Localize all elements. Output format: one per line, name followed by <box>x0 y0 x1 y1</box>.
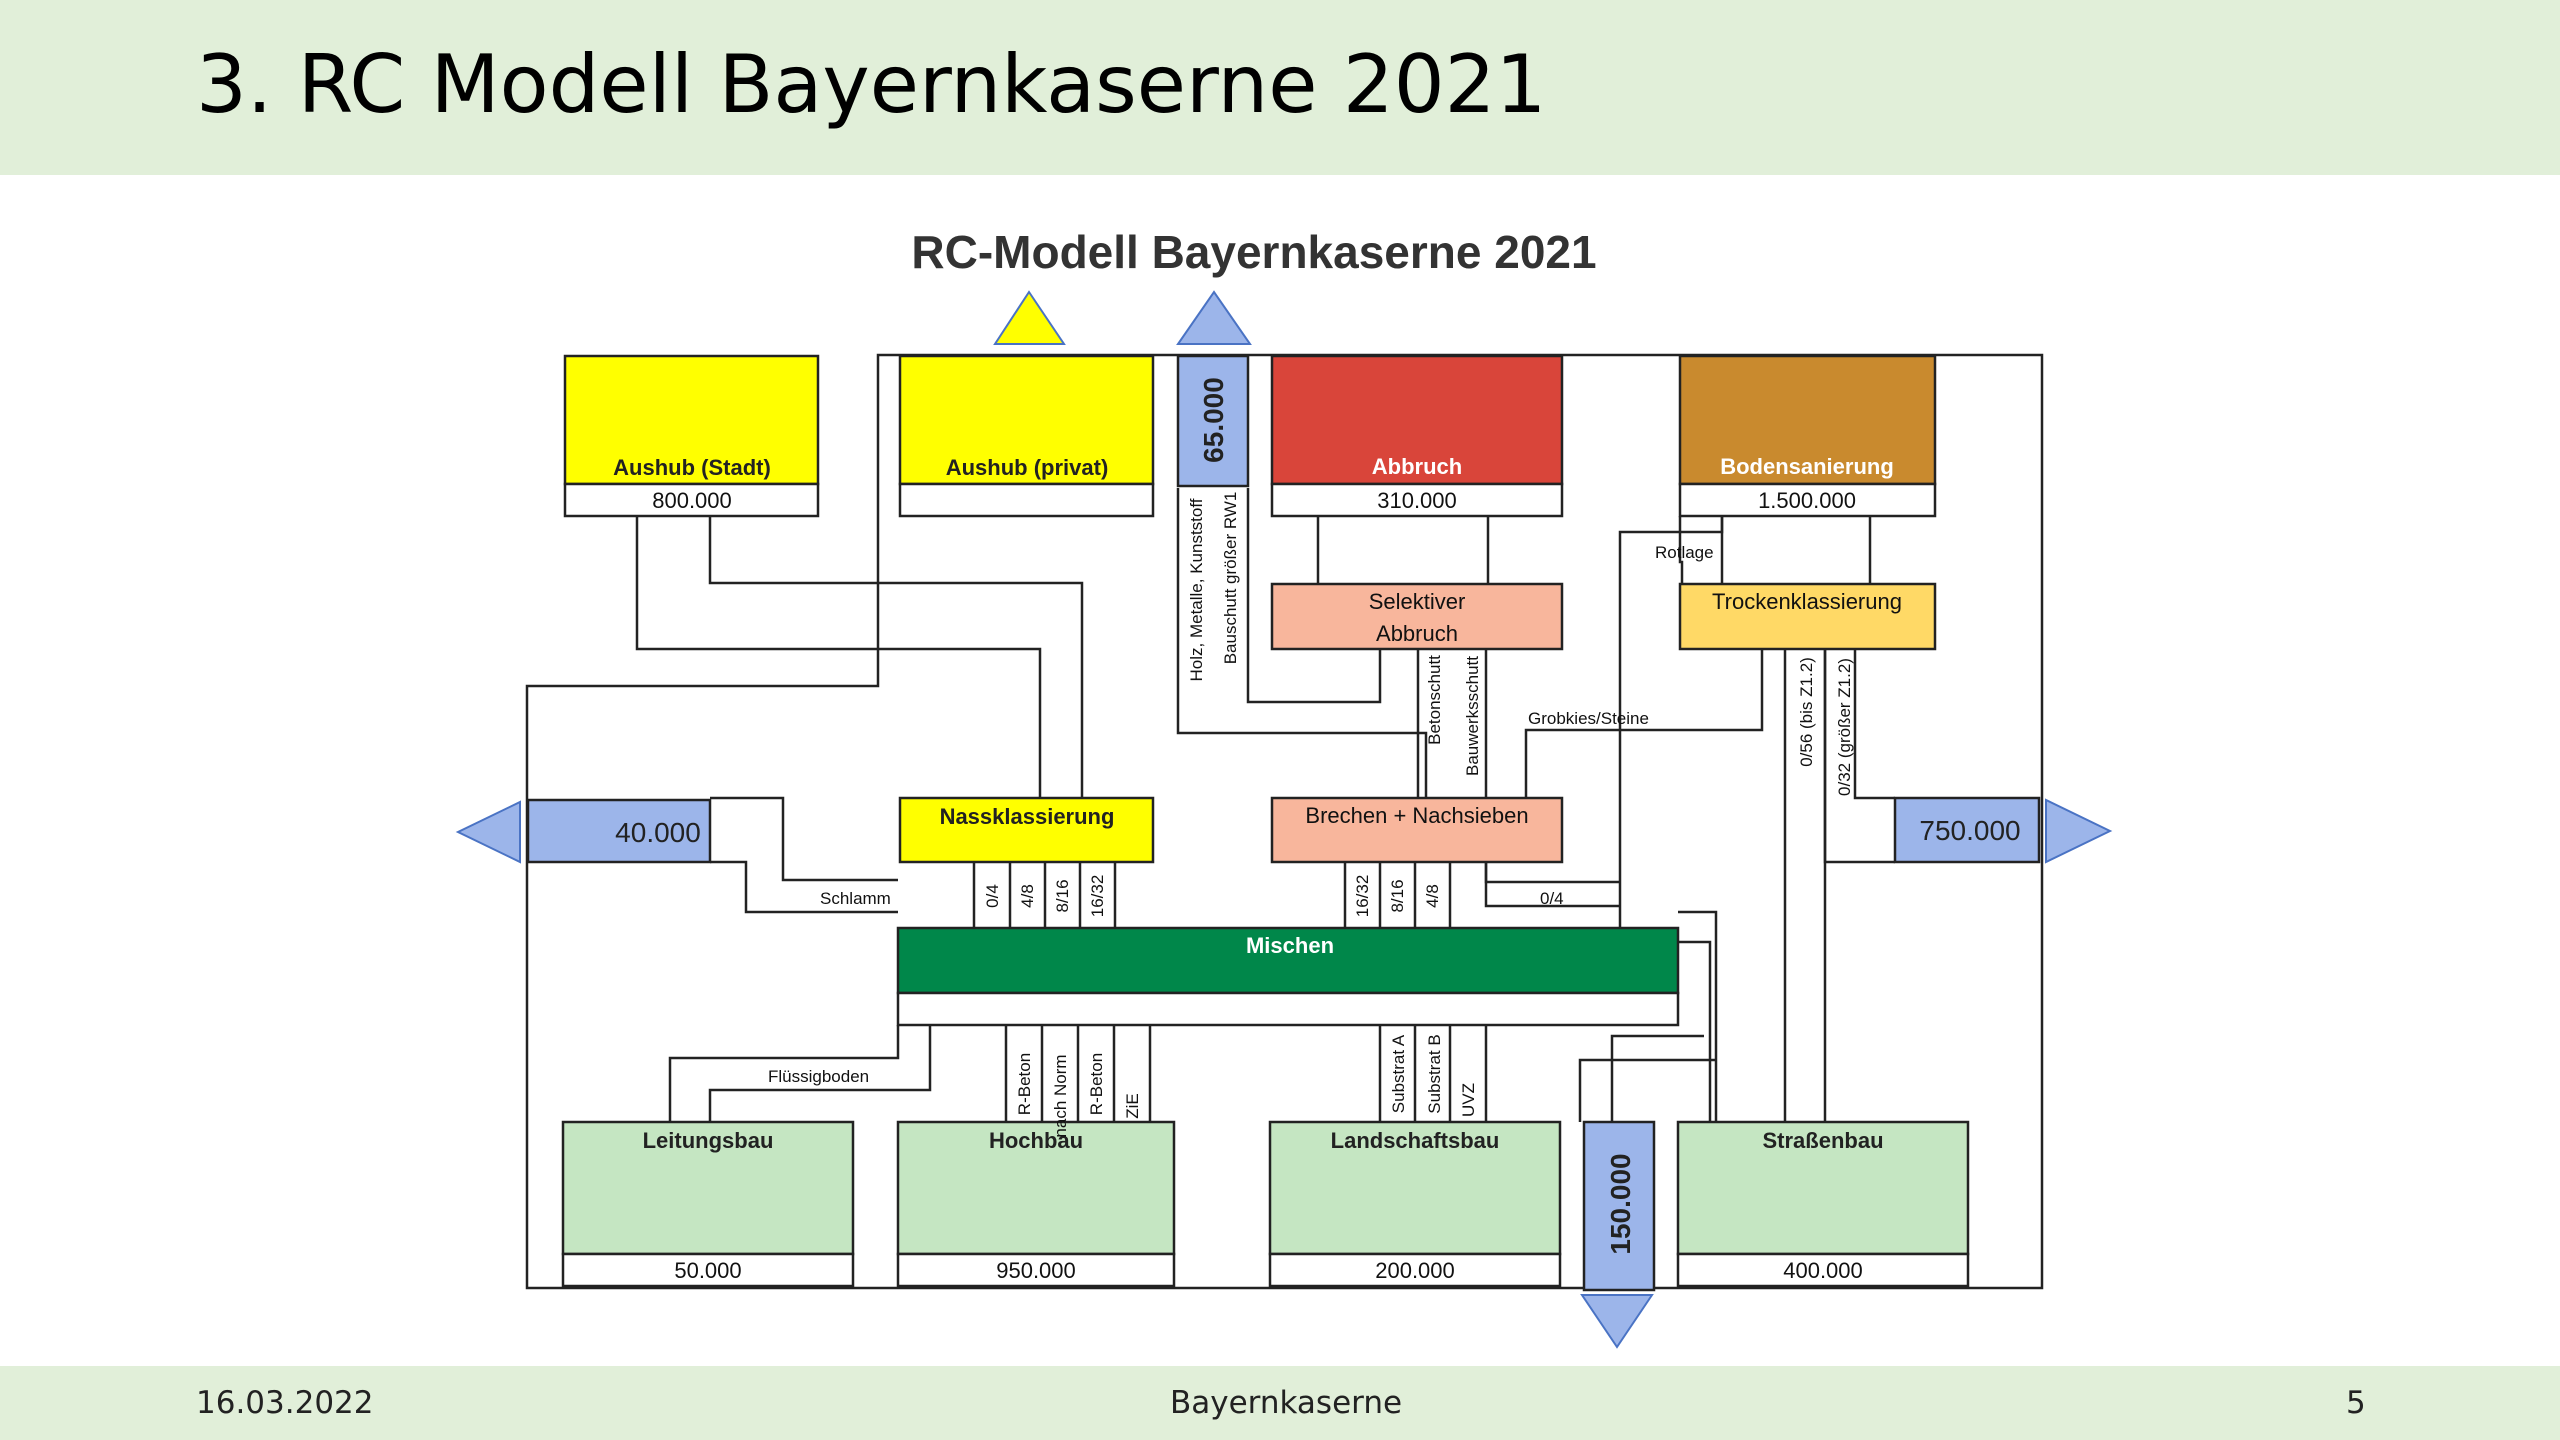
flow-fluessigboden: Flüssigboden <box>768 1067 869 1086</box>
brechen-fraction: 8/16 <box>1388 879 1407 912</box>
footer-bar <box>0 1366 2560 1440</box>
source-bodensanierung: Bodensanierung 1.500.000 <box>1678 354 1937 518</box>
process-trockenklassierung: Trockenklassierung <box>1678 582 1937 651</box>
nass-fraction: 16/32 <box>1088 875 1107 918</box>
flow-rotlage: Rotlage <box>1655 543 1714 562</box>
export-up-yellow-arrow-icon <box>993 290 1066 345</box>
hochbau-product: nach Norm <box>1051 1054 1070 1137</box>
site-boundary <box>525 353 2044 1290</box>
export-right-750000: 750.000 <box>1893 796 2113 864</box>
use-leitungsbau: Leitungsbau 50.000 <box>561 1120 855 1288</box>
export-top-value: 65.000 <box>1198 377 1229 463</box>
nass-fraction: 0/4 <box>983 884 1002 908</box>
flow-grobkies: Grobkies/Steine <box>1528 709 1649 728</box>
hochbau-label: Hochbau <box>989 1128 1083 1153</box>
flow-lines <box>635 488 1895 1122</box>
footer-center: Bayernkaserne <box>1170 1385 1403 1421</box>
landschaftsbau-value: 200.000 <box>1375 1258 1455 1283</box>
landschaft-product: Substrat B <box>1425 1034 1444 1113</box>
footer-date: 16.03.2022 <box>196 1385 374 1421</box>
nass-fraction: 8/16 <box>1053 879 1072 912</box>
export-bottom-value: 150.000 <box>1605 1153 1636 1254</box>
use-landschaftsbau: Landschaftsbau 200.000 <box>1268 1120 1562 1288</box>
leitungsbau-label: Leitungsbau <box>643 1128 774 1153</box>
use-strassenbau: Straßenbau 400.000 <box>1676 1120 1970 1288</box>
nass-label: Nassklassierung <box>940 804 1115 829</box>
export-up-blue-arrow-icon <box>1176 290 1252 345</box>
flow-brechen-04: 0/4 <box>1540 889 1564 908</box>
aushub-stadt-value: 800.000 <box>652 488 732 513</box>
process-brechen: Brechen + Nachsieben <box>1270 796 1564 864</box>
aushub-privat-label: Aushub (privat) <box>946 455 1109 480</box>
export-right-value: 750.000 <box>1919 815 2020 846</box>
strassenbau-value: 400.000 <box>1783 1258 1863 1283</box>
export-left-40000: 40.000 <box>455 798 712 864</box>
hochbau-product: R-Beton <box>1015 1053 1034 1115</box>
footer-page-number: 5 <box>2346 1385 2366 1421</box>
brechen-fraction: 4/8 <box>1423 884 1442 908</box>
landschaftsbau-label: Landschaftsbau <box>1331 1128 1500 1153</box>
source-abbruch: Abbruch 310.000 <box>1270 354 1564 518</box>
strassenbau-label: Straßenbau <box>1762 1128 1883 1153</box>
process-mischen: Mischen <box>896 926 1680 1027</box>
export-down-arrow-icon <box>1580 1294 1654 1349</box>
mischen-label: Mischen <box>1246 933 1334 958</box>
abbruch-value: 310.000 <box>1377 488 1457 513</box>
hochbau-value: 950.000 <box>996 1258 1076 1283</box>
export-top-desc-2: Bauschutt größer RW1 <box>1221 492 1240 665</box>
nass-fraction: 4/8 <box>1018 884 1037 908</box>
abbruch-label: Abbruch <box>1372 454 1462 479</box>
flow-trocken-032: 0/32 (größer Z1.2) <box>1835 658 1854 796</box>
slide-title: 3. RC Modell Bayernkaserne 2021 <box>196 38 1547 131</box>
brechen-label: Brechen + Nachsieben <box>1305 803 1528 828</box>
flow-trocken-056: 0/56 (bis Z1.2) <box>1797 657 1816 767</box>
bodensanierung-value: 1.500.000 <box>1758 488 1856 513</box>
flow-schlamm: Schlamm <box>820 889 891 908</box>
export-top-65000: 65.000 Holz, Metalle, Kunststoff Bauschu… <box>1176 354 1250 682</box>
export-bottom-150000: 150.000 <box>1580 1120 1656 1349</box>
leitungsbau-value: 50.000 <box>674 1258 741 1283</box>
diagram-title: RC-Modell Bayernkaserne 2021 <box>911 226 1596 278</box>
flow-betonschutt: Betonschutt <box>1425 655 1444 745</box>
export-left-arrow-icon <box>455 800 521 864</box>
bodensanierung-label: Bodensanierung <box>1720 454 1894 479</box>
landschaft-product: Substrat A <box>1389 1034 1408 1113</box>
title-bar <box>0 0 2560 175</box>
selektiv-label-2: Abbruch <box>1376 621 1458 646</box>
process-selektiver-abbruch: Selektiver Abbruch <box>1270 582 1564 651</box>
hochbau-product: R-Beton <box>1087 1053 1106 1115</box>
export-left-value: 40.000 <box>615 817 701 848</box>
flow-bauwerksschutt: Bauwerksschutt <box>1463 656 1482 776</box>
trocken-label: Trockenklassierung <box>1712 589 1902 614</box>
source-aushub-stadt: Aushub (Stadt) 800.000 <box>563 354 820 518</box>
use-hochbau: Hochbau 950.000 <box>896 1120 1176 1288</box>
selektiv-label-1: Selektiver <box>1369 589 1466 614</box>
source-aushub-privat: Aushub (privat) <box>898 354 1155 518</box>
hochbau-product: ZiE <box>1123 1093 1142 1119</box>
aushub-stadt-label: Aushub (Stadt) <box>613 455 771 480</box>
brechen-fraction: 16/32 <box>1353 875 1372 918</box>
landschaft-product: UVZ <box>1459 1083 1478 1117</box>
export-top-desc-1: Holz, Metalle, Kunststoff <box>1187 498 1206 681</box>
process-nassklassierung: Nassklassierung <box>898 796 1155 864</box>
export-right-arrow-icon <box>2045 798 2113 864</box>
